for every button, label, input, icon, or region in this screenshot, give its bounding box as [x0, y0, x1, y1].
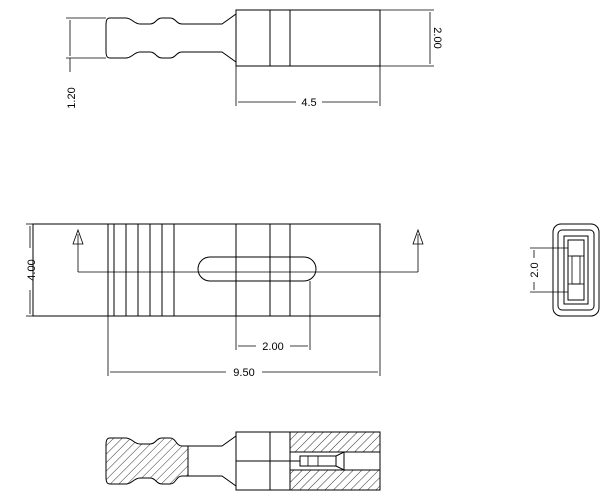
- section-view-hatch-top: [289, 431, 381, 453]
- front-view-dim-height: 4.00: [26, 259, 38, 280]
- end-view-dim-inner: 2.0: [529, 262, 541, 277]
- section-arrow-left-icon: [72, 228, 84, 245]
- end-view: 2.0: [529, 223, 600, 317]
- front-view-dim-total: 9.50: [233, 367, 254, 379]
- section-arrow-right-icon: [412, 228, 424, 245]
- top-view-dim-height: 2.00: [431, 27, 443, 48]
- front-view-dim-slot: 2.00: [262, 341, 283, 353]
- front-view-slot: [197, 256, 317, 282]
- top-view-dim-pin: 1.20: [66, 87, 78, 108]
- top-view-dim-length: 4.5: [301, 97, 316, 109]
- end-view-inner: [557, 229, 595, 311]
- top-view: 1.20 2.00 4.5: [66, 9, 443, 109]
- section-view: [105, 431, 381, 491]
- section-view-pin-hatch: [105, 437, 189, 485]
- front-view: 4.00 2.00 9.50: [26, 223, 424, 379]
- section-view-hatch-bottom: [289, 469, 381, 491]
- top-view-pin-outline: [105, 9, 381, 67]
- end-view-outer: [552, 223, 600, 317]
- front-view-body: [32, 223, 381, 317]
